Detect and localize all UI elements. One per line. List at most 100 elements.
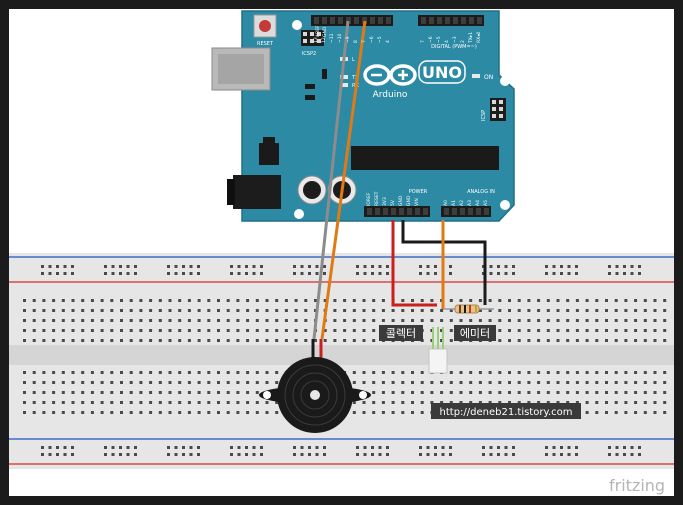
pin-label: 4 xyxy=(444,40,450,43)
rail-hole xyxy=(449,446,452,449)
terminal-hole xyxy=(352,381,356,384)
terminal-hole xyxy=(653,401,657,404)
rail-hole xyxy=(560,272,563,275)
terminal-hole xyxy=(120,391,123,394)
terminal-hole xyxy=(71,329,75,332)
rail-hole xyxy=(134,272,137,275)
terminal-hole xyxy=(411,299,414,302)
terminal-hole xyxy=(381,371,385,374)
terminal-hole xyxy=(643,401,647,404)
terminal-hole xyxy=(653,339,657,342)
terminal-hole xyxy=(537,401,541,404)
rail-hole xyxy=(167,453,170,456)
terminal-hole xyxy=(381,309,385,312)
terminal-hole xyxy=(469,381,473,384)
terminal-hole xyxy=(52,339,56,342)
terminal-hole xyxy=(605,371,608,374)
terminal-hole xyxy=(391,319,395,322)
terminal-hole xyxy=(605,381,608,384)
terminal-hole xyxy=(575,371,579,374)
terminal-hole xyxy=(653,381,657,384)
rail-hole xyxy=(197,272,200,275)
terminal-hole xyxy=(81,401,85,404)
icsp-header xyxy=(490,98,506,121)
buzzer-ring xyxy=(292,372,338,418)
terminal-hole xyxy=(187,299,191,302)
digital-header-b-pin xyxy=(453,17,458,24)
terminal-hole xyxy=(420,299,424,302)
terminal-hole xyxy=(449,381,453,384)
terminal-hole xyxy=(362,329,366,332)
rail-hole xyxy=(126,446,130,449)
pin-label: 2 xyxy=(460,40,466,43)
terminal-hole xyxy=(226,381,230,384)
rail-hole xyxy=(252,446,256,449)
terminal-hole xyxy=(236,391,240,394)
terminal-hole xyxy=(546,309,550,312)
terminal-hole xyxy=(595,309,599,312)
terminal-hole xyxy=(61,401,65,404)
terminal-hole xyxy=(129,309,133,312)
emitter-label-bg xyxy=(454,325,496,341)
terminal-hole xyxy=(100,339,104,342)
terminal-hole xyxy=(52,411,56,414)
terminal-hole xyxy=(381,381,385,384)
terminal-hole xyxy=(246,339,250,342)
rail-hole xyxy=(482,446,485,449)
terminal-hole xyxy=(478,381,482,384)
power-header-pin xyxy=(407,208,412,215)
rail-hole xyxy=(308,446,311,449)
terminal-hole xyxy=(478,319,482,322)
terminal-hole xyxy=(546,299,550,302)
rail-hole xyxy=(104,453,107,456)
terminal-hole xyxy=(42,381,46,384)
terminal-hole xyxy=(508,391,511,394)
power-header-pin xyxy=(367,208,372,215)
terminal-hole xyxy=(42,299,46,302)
terminal-hole xyxy=(459,371,463,374)
terminal-hole xyxy=(595,401,599,404)
reset-button-cap[interactable] xyxy=(259,20,271,32)
icsp-pin xyxy=(499,100,503,104)
rail-hole xyxy=(434,272,437,275)
terminal-hole xyxy=(537,391,541,394)
terminal-hole xyxy=(284,299,288,302)
terminal-hole xyxy=(149,299,153,302)
terminal-hole xyxy=(207,339,211,342)
rail-hole xyxy=(230,453,233,456)
rail-hole xyxy=(63,265,67,268)
terminal-hole xyxy=(624,339,628,342)
digital-header-b-pin xyxy=(477,17,482,24)
rail-hole xyxy=(630,272,634,275)
terminal-hole xyxy=(517,319,521,322)
terminal-hole xyxy=(352,329,356,332)
terminal-hole xyxy=(333,299,337,302)
terminal-hole xyxy=(634,319,638,322)
terminal-hole xyxy=(420,319,424,322)
terminal-hole xyxy=(187,391,191,394)
rail-hole xyxy=(119,446,122,449)
terminal-hole xyxy=(110,309,114,312)
terminal-hole xyxy=(246,309,250,312)
pin-label: TX▸1 xyxy=(468,32,474,44)
terminal-hole xyxy=(449,319,453,322)
terminal-hole xyxy=(71,371,75,374)
terminal-hole xyxy=(343,299,347,302)
terminal-hole xyxy=(469,319,473,322)
terminal-hole xyxy=(556,339,560,342)
terminal-hole xyxy=(508,309,511,312)
terminal-hole xyxy=(52,391,56,394)
terminal-hole xyxy=(265,411,269,414)
rail-hole xyxy=(363,272,367,275)
terminal-hole xyxy=(226,371,230,374)
analog-header-pin xyxy=(444,208,449,215)
terminal-hole xyxy=(178,299,182,302)
terminal-hole xyxy=(546,401,550,404)
terminal-hole xyxy=(129,371,133,374)
rail-hole xyxy=(230,446,233,449)
terminal-hole xyxy=(236,371,240,374)
rail-hole xyxy=(371,446,374,449)
terminal-hole xyxy=(372,329,376,332)
terminal-hole xyxy=(546,339,550,342)
terminal-hole xyxy=(478,309,482,312)
